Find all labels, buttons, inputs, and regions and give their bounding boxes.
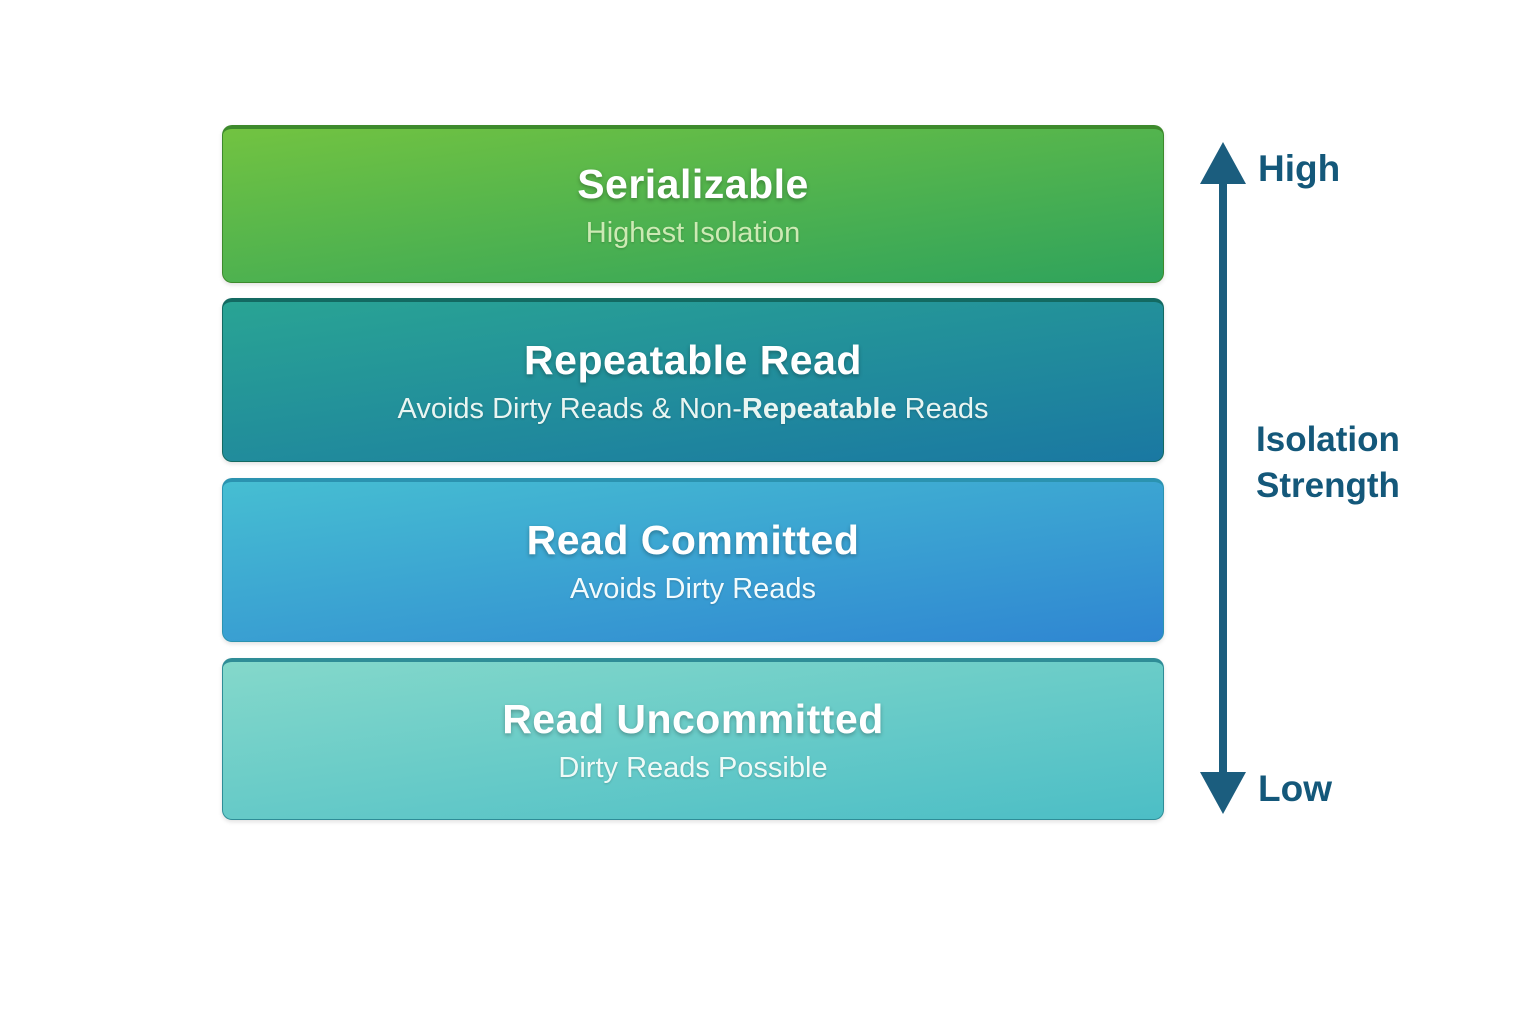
- subtitle-text: Highest Isolation: [585, 216, 801, 249]
- bar-subtitle: Highest Isolation: [585, 216, 801, 249]
- bar-title: Repeatable Read: [524, 336, 862, 383]
- bar-subtitle: Avoids Dirty Reads & Non-Repeatable Read…: [397, 392, 989, 425]
- bar-read-uncommitted: Read Uncommitted Dirty Reads Possible: [222, 658, 1164, 820]
- bar-title: Serializable: [577, 160, 809, 207]
- bar-serializable: Serializable Highest Isolation: [222, 125, 1164, 283]
- bar-repeatable-read: Repeatable Read Avoids Dirty Reads & Non…: [222, 298, 1164, 462]
- subtitle-bold-text: Repeatable: [741, 392, 897, 425]
- subtitle-text-suffix: Reads: [896, 392, 989, 425]
- axis-label-low: Low: [1258, 768, 1332, 809]
- bar-read-committed: Read Committed Avoids Dirty Reads: [222, 478, 1164, 642]
- subtitle-text: Dirty Reads Possible: [558, 751, 828, 784]
- axis-label-line2: Strength: [1256, 466, 1400, 505]
- bar-subtitle: Avoids Dirty Reads: [569, 572, 817, 605]
- bar-title: Read Committed: [526, 516, 860, 563]
- subtitle-text: Avoids Dirty Reads: [569, 572, 817, 605]
- axis-label-high: High: [1258, 148, 1341, 189]
- subtitle-text: Avoids Dirty Reads & Non-: [397, 392, 742, 425]
- axis-label-line1: Isolation: [1256, 420, 1400, 459]
- double-arrow-icon: [1200, 142, 1246, 814]
- bar-title: Read Uncommitted: [502, 695, 884, 742]
- bar-subtitle: Dirty Reads Possible: [558, 751, 828, 784]
